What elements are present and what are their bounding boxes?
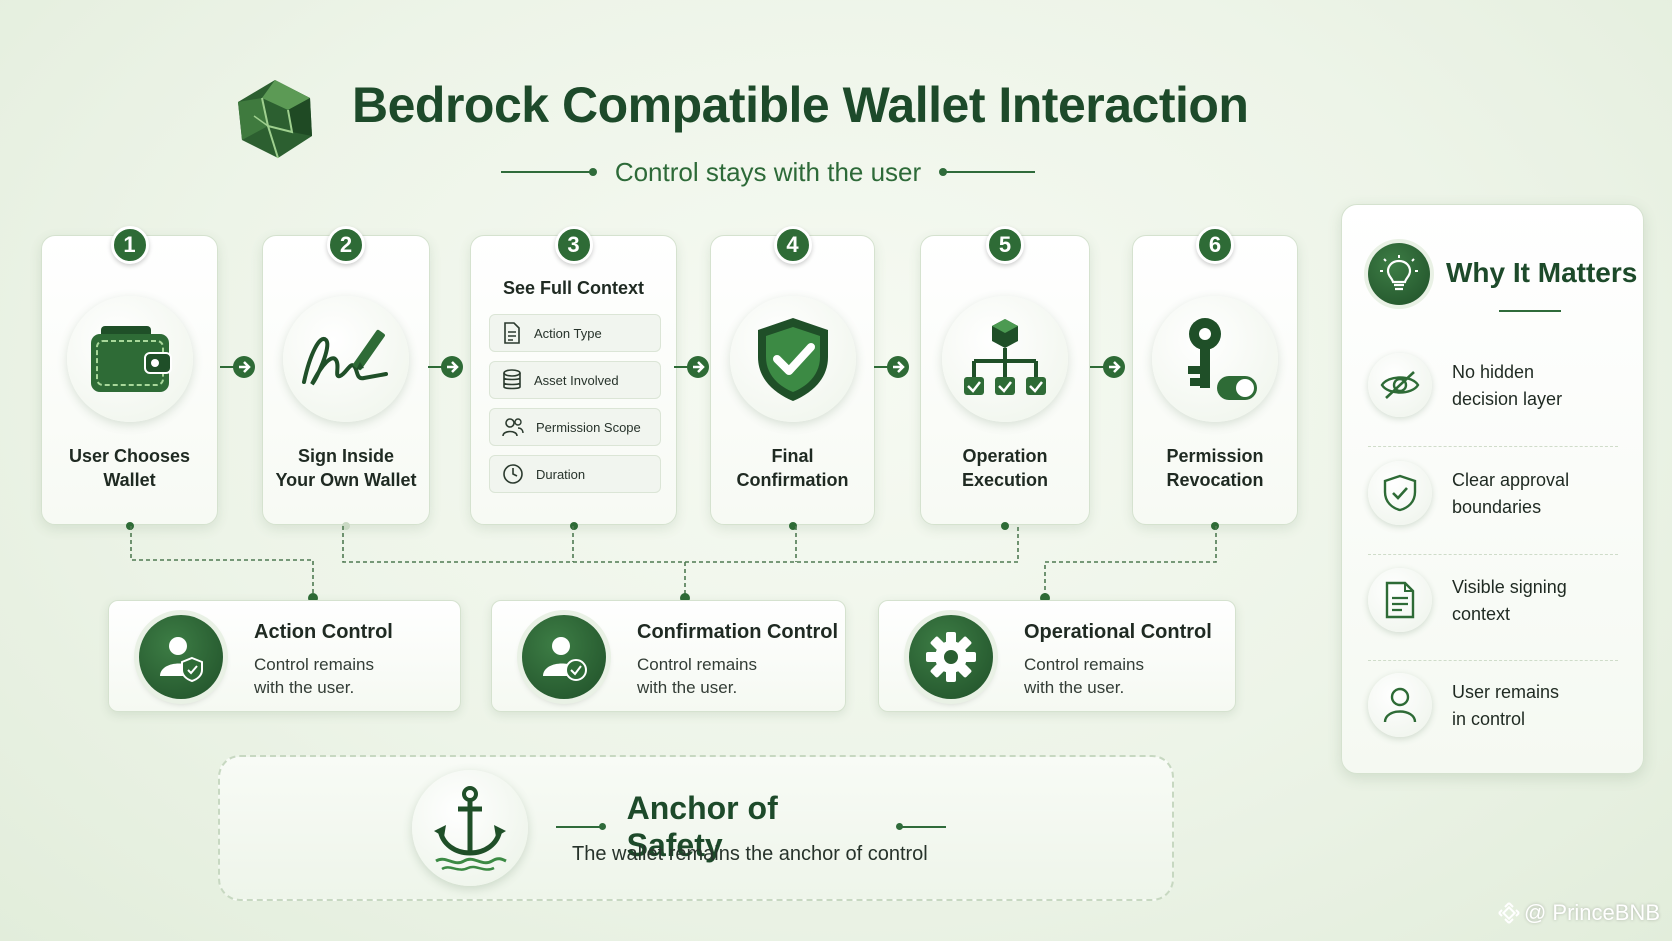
anchor-title-row: Anchor of Safety	[556, 790, 946, 864]
gear-icon	[909, 615, 993, 699]
document-icon	[1368, 568, 1432, 632]
connector-dot	[342, 522, 350, 530]
anchor-icon	[412, 770, 528, 886]
connector-dot	[1001, 522, 1009, 530]
step-number-badge: 5	[986, 226, 1024, 264]
control-title: Action Control	[254, 621, 393, 643]
watermark: @ PrinceBNB	[1498, 900, 1660, 926]
subtitle-divider-left	[500, 168, 597, 176]
clock-icon	[503, 464, 523, 484]
why-underline	[1499, 310, 1561, 312]
divider	[1368, 554, 1618, 555]
control-title: Operational Control	[1024, 621, 1212, 643]
context-item-action-type: Action Type	[489, 314, 661, 352]
watermark-text: @ PrinceBNB	[1523, 900, 1660, 925]
key-toggle-icon	[1152, 296, 1278, 422]
flow-arrow-icon	[428, 356, 463, 378]
anchor-divider-right	[896, 823, 946, 830]
control-title: Confirmation Control	[637, 621, 839, 643]
anchor-title: Anchor of Safety	[626, 790, 778, 863]
binance-logo-icon	[1498, 902, 1520, 924]
flow-arrow-icon	[674, 356, 709, 378]
shield-check-icon	[1368, 461, 1432, 525]
lightbulb-icon	[1368, 243, 1430, 305]
step-number-badge: 4	[773, 226, 812, 264]
bedrock-logo-icon	[232, 76, 318, 162]
context-item-duration: Duration	[489, 455, 661, 493]
coins-icon	[503, 369, 521, 390]
signature-icon	[283, 296, 409, 422]
anchor-subtitle: The wallet remains the anchor of control	[572, 843, 928, 865]
flow-arrow-icon	[220, 356, 255, 378]
users-icon	[502, 418, 524, 437]
user-icon	[1368, 673, 1432, 737]
step-card-3: 3 See Full Context Action Type Asset Inv…	[470, 226, 677, 530]
page-subtitle: Control stays with the user	[614, 156, 922, 187]
user-shield-icon	[139, 615, 223, 699]
eye-slash-icon	[1368, 353, 1432, 417]
context-item-permission-scope: Permission Scope	[489, 408, 661, 446]
page-title: Bedrock Compatible Wallet Interaction	[352, 77, 1249, 133]
connector-dot	[125, 522, 134, 530]
anchor-divider-left	[556, 823, 606, 830]
context-title: See Full Context	[502, 278, 645, 298]
subtitle-divider-right	[939, 168, 1036, 176]
step-number-badge: 2	[327, 226, 365, 264]
connector-dot	[788, 522, 797, 530]
dashed-connectors	[130, 526, 1217, 603]
divider	[1368, 660, 1618, 661]
flow-arrow-icon	[874, 356, 909, 378]
context-item-asset: Asset Involved	[489, 361, 661, 399]
flow-arrow-icon	[1090, 356, 1125, 378]
shield-check-icon	[729, 296, 856, 422]
wallet-icon	[66, 296, 193, 422]
step-number-badge: 6	[1196, 226, 1234, 264]
anchor-panel	[218, 755, 1174, 901]
connector-dot	[1211, 522, 1219, 530]
divider	[1368, 446, 1618, 447]
step-number-badge: 1	[110, 226, 149, 264]
subtitle-row: Control stays with the user	[478, 152, 1058, 192]
hierarchy-icon	[942, 296, 1068, 422]
document-icon	[504, 322, 520, 344]
user-check-icon	[522, 615, 606, 699]
step-number-badge: 3	[554, 226, 593, 264]
why-title: Why It Matters	[1446, 257, 1638, 288]
